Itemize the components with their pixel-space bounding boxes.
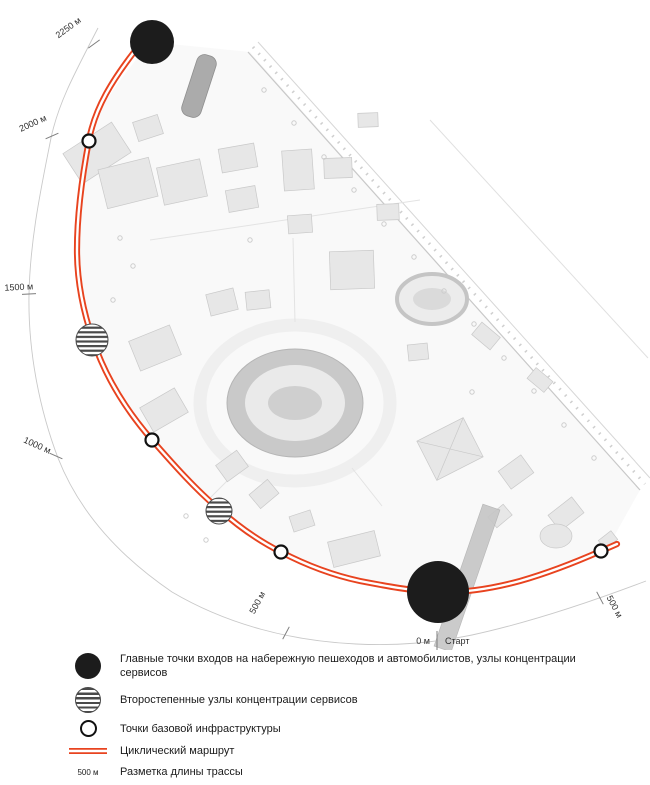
- distance-label-2000: 2000 м: [18, 113, 48, 134]
- distance-label-500-left: 500 м: [247, 590, 267, 616]
- building-footprints: [62, 112, 619, 568]
- measure-arc-line: [28, 27, 647, 646]
- legend-item-secondary-nodes: Второстепенные узлы концентрации сервисо…: [68, 687, 608, 714]
- pool-structure: [181, 54, 217, 118]
- scale-sample-label: 500 м: [77, 767, 99, 777]
- secondary-node-marker-west: [75, 323, 109, 357]
- legend-label-base-infrastructure: Точки базовой инфраструктуры: [120, 722, 281, 735]
- route-markers: [75, 20, 609, 623]
- base-point-marker-2: [144, 432, 160, 448]
- distance-label-500-right: 500 м: [605, 594, 625, 620]
- legend-label-secondary-nodes: Второстепенные узлы концентрации сервисо…: [120, 694, 358, 707]
- legend-label-length-marking: Разметка длины трассы: [120, 766, 243, 779]
- route-line-icon: [69, 748, 107, 755]
- legend: Главные точки входов на набережную пешех…: [68, 652, 608, 785]
- legend-label-main-entries: Главные точки входов на набережную пешех…: [120, 653, 576, 680]
- site-plan: [62, 41, 650, 650]
- base-point-marker-4: [593, 543, 609, 559]
- main-entry-icon: [75, 653, 101, 680]
- trees: [110, 87, 597, 543]
- crossed-hall: [416, 417, 484, 481]
- small-arena: [395, 272, 469, 326]
- base-point-icon: [79, 720, 97, 738]
- route-map: 2250 м 2000 м 1500 м 1000 м 500 м 0 м Ст…: [4, 15, 650, 650]
- legend-label-cyclic-route: Циклический маршрут: [120, 745, 235, 758]
- secondary-node-icon: [75, 687, 101, 714]
- distance-label-1000: 1000 м: [22, 435, 52, 456]
- distance-label-2250: 2250 м: [54, 15, 83, 40]
- secondary-node-marker-southwest: [205, 497, 233, 525]
- embankment-diagonal: [247, 41, 650, 491]
- measure-ticks: [21, 39, 604, 650]
- stadium-plaza-ring: [193, 318, 397, 488]
- distance-label-0: 0 м: [416, 636, 430, 646]
- base-point-marker-3: [273, 544, 289, 560]
- stadium-main: [226, 348, 364, 458]
- start-label: Старт: [445, 636, 469, 646]
- main-entry-marker-north: [130, 20, 174, 64]
- legend-item-main-entries: Главные точки входов на набережную пешех…: [68, 652, 608, 680]
- legend-item-base-infrastructure: Точки базовой инфраструктуры: [68, 720, 608, 738]
- distance-label-1500: 1500 м: [4, 281, 33, 292]
- legend-item-cyclic-route: Циклический маршрут: [68, 744, 608, 758]
- base-point-marker-1: [81, 133, 97, 149]
- main-entry-marker-south: [407, 561, 469, 623]
- legend-item-length-marking: 500 м Разметка длины трассы: [68, 765, 608, 779]
